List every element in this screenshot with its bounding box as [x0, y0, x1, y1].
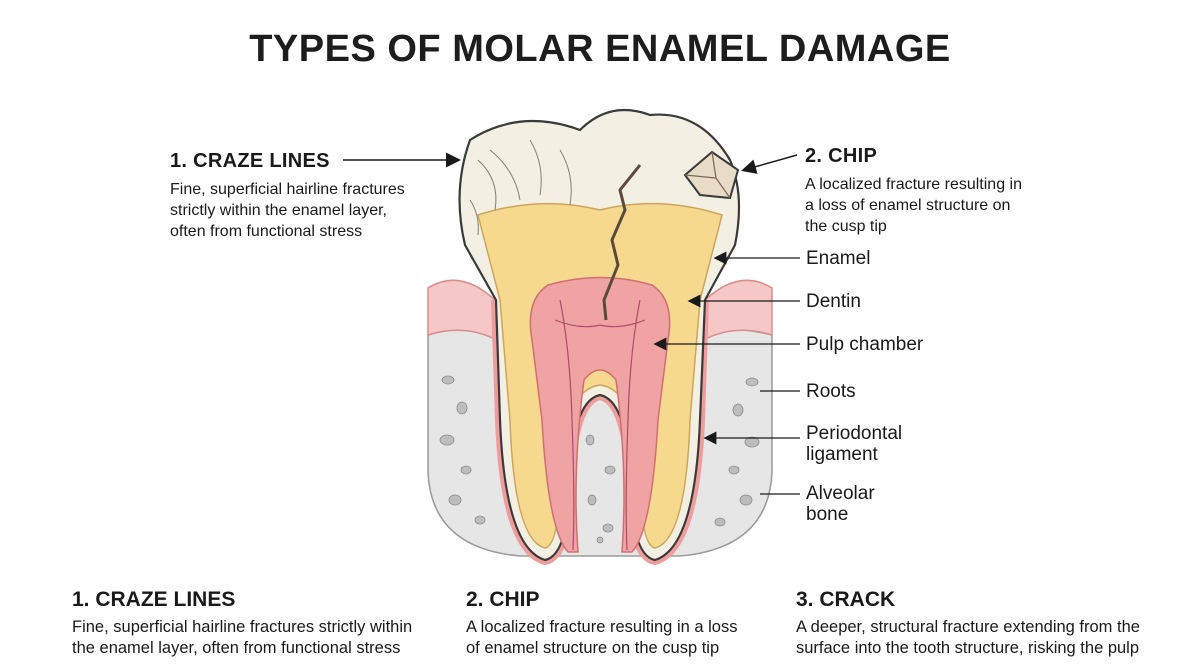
legend-craze-desc: Fine, superficial hairline fractures str… [72, 618, 413, 657]
legend-crack-desc: A deeper, structural fracture extending … [796, 618, 1140, 657]
legend-chip: 2. CHIP A localized fracture resulting i… [466, 588, 786, 659]
callout-chip-heading: 2. CHIP [805, 145, 878, 167]
callout-craze-heading: 1. CRAZE LINES [170, 150, 330, 172]
craze-lines [469, 139, 572, 236]
label-enamel: Enamel [806, 248, 871, 269]
bone-pores [439, 375, 760, 544]
legend-crack: 3. CRACK A deeper, structural fracture e… [796, 588, 1186, 659]
crack [602, 164, 642, 321]
legend-craze-lines: 1. CRAZE LINES Fine, superficial hairlin… [72, 588, 452, 659]
legend-chip-heading: 2. CHIP [466, 588, 540, 611]
pulp-nerves [554, 299, 646, 551]
callout-chip: 2. CHIP A localized fracture resulting i… [805, 145, 1065, 237]
chip-arrow [741, 154, 798, 174]
pulp-chamber [529, 276, 671, 553]
legend-chip-desc: A localized fracture resulting in a loss… [466, 618, 738, 657]
label-pulp-chamber: Pulp chamber [806, 334, 924, 355]
legend-craze-heading: 1. CRAZE LINES [72, 588, 236, 611]
callout-craze-lines: 1. CRAZE LINES Fine, superficial hairlin… [170, 150, 440, 242]
page-title: TYPES OF MOLAR ENAMEL DAMAGE [249, 28, 951, 70]
legend-crack-heading: 3. CRACK [796, 588, 896, 611]
chip-fragment [683, 150, 740, 200]
callout-craze-desc: Fine, superficial hairline fractures str… [170, 181, 405, 240]
label-dentin: Dentin [806, 291, 861, 312]
label-roots: Roots [806, 381, 856, 402]
callout-chip-desc: A localized fracture resulting in a loss… [805, 176, 1022, 235]
